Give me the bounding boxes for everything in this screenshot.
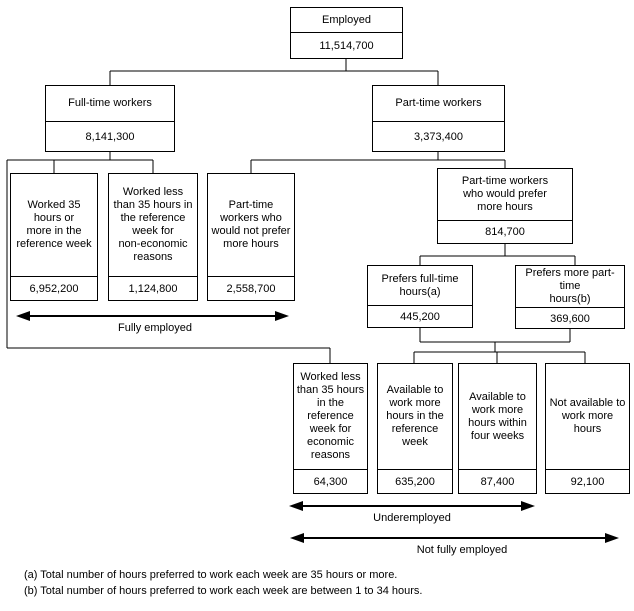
node-full-time-workers-value: 8,141,300	[46, 121, 174, 151]
fully-employed-label: Fully employed	[118, 322, 192, 334]
node-full-time-workers: Full-time workers 8,141,300	[45, 85, 175, 152]
node-worked-35-plus: Worked 35 hours or more in the reference…	[10, 173, 98, 301]
node-pt-would-not-prefer-label: Part-time workers who would not prefer m…	[211, 199, 291, 250]
footnotes: (a) Total number of hours preferred to w…	[24, 567, 422, 599]
node-prefers-part-time: Prefers more part-time hours(b) 369,600	[515, 265, 625, 329]
node-available-reference-week: Available to work more hours in the refe…	[377, 363, 453, 494]
node-available-four-weeks-value: 87,400	[459, 469, 536, 493]
node-worked-less-economic-label: Worked less than 35 hours in the referen…	[296, 371, 365, 461]
node-employed: Employed 11,514,700	[290, 7, 403, 59]
not-fully-employed-label: Not fully employed	[416, 544, 508, 556]
node-part-time-workers-value: 3,373,400	[373, 121, 504, 151]
node-pt-would-not-prefer-value: 2,558,700	[208, 276, 294, 300]
node-employed-value: 11,514,700	[291, 32, 402, 58]
node-available-four-weeks-label: Available to work more hours within four…	[468, 390, 527, 442]
node-worked-less-non-economic-label: Worked less than 35 hours in the referen…	[113, 186, 193, 263]
node-not-available: Not available to work more hours 92,100	[545, 363, 630, 494]
node-part-time-workers-label: Part-time workers	[395, 97, 482, 109]
node-available-reference-week-label: Available to work more hours in the refe…	[386, 384, 444, 448]
node-prefers-part-time-value: 369,600	[516, 307, 624, 329]
node-worked-less-economic: Worked less than 35 hours in the referen…	[293, 363, 368, 494]
fully-employed-arrow	[16, 311, 289, 321]
node-pt-would-prefer: Part-time workers who would prefer more …	[437, 168, 573, 244]
underemployed-label: Underemployed	[373, 512, 451, 524]
node-employed-label: Employed	[322, 13, 371, 26]
node-worked-less-non-economic-value: 1,124,800	[109, 276, 197, 300]
node-prefers-full-time-value: 445,200	[368, 305, 472, 327]
node-available-reference-week-value: 635,200	[378, 469, 452, 493]
node-prefers-full-time-label: Prefers full-time hours(a)	[381, 272, 459, 298]
node-not-available-value: 92,100	[546, 469, 629, 493]
footnote-b: (b) Total number of hours preferred to w…	[24, 585, 423, 597]
node-not-available-label: Not available to work more hours	[549, 397, 626, 435]
underemployed-arrow	[289, 501, 535, 511]
not-fully-employed-arrow	[290, 533, 619, 543]
node-worked-less-non-economic: Worked less than 35 hours in the referen…	[108, 173, 198, 301]
node-part-time-workers: Part-time workers 3,373,400	[372, 85, 505, 152]
footnote-a: (a) Total number of hours preferred to w…	[24, 569, 398, 581]
node-pt-would-prefer-value: 814,700	[438, 220, 572, 243]
node-pt-would-prefer-label: Part-time workers who would prefer more …	[461, 175, 549, 213]
node-worked-less-economic-value: 64,300	[294, 469, 367, 493]
node-worked-35-plus-label: Worked 35 hours or more in the reference…	[16, 199, 92, 250]
node-prefers-full-time: Prefers full-time hours(a) 445,200	[367, 265, 473, 328]
node-available-four-weeks: Available to work more hours within four…	[458, 363, 537, 494]
node-full-time-workers-label: Full-time workers	[68, 97, 152, 109]
node-worked-35-plus-value: 6,952,200	[11, 276, 97, 300]
node-pt-would-not-prefer: Part-time workers who would not prefer m…	[207, 173, 295, 301]
node-prefers-part-time-label: Prefers more part-time hours(b)	[525, 267, 615, 305]
